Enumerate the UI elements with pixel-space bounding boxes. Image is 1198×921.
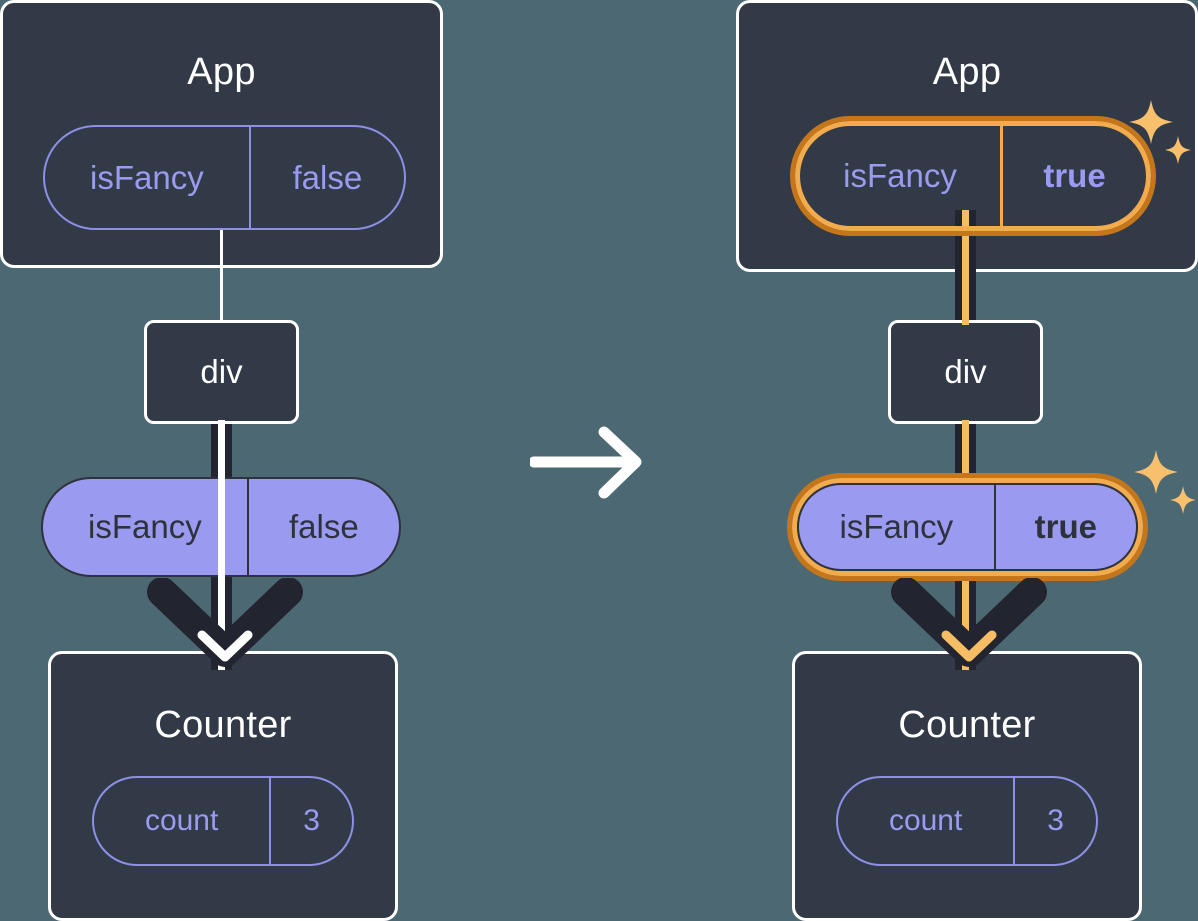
right-arrowhead-icon <box>891 578 1047 667</box>
right-counter-pill-key: count <box>888 804 963 837</box>
right-div-box: div <box>888 320 1043 424</box>
left-line-core <box>218 420 225 670</box>
right-prop-pill-value-cell: true <box>993 485 1136 569</box>
right-counter-pill-value: 3 <box>1047 804 1064 837</box>
left-counter-pill-key-cell: count <box>94 778 269 864</box>
right-app-pill-value-cell: true <box>1000 126 1146 226</box>
right-app-pill-key: isFancy <box>843 157 957 194</box>
left-app-title: App <box>187 51 256 93</box>
right-prop-pill-key-cell: isFancy <box>799 485 994 569</box>
left-counter-title: Counter <box>154 704 292 746</box>
right-app-box: App isFancy true <box>736 0 1198 272</box>
right-app-pill-value: true <box>1043 157 1106 194</box>
left-counter-pill[interactable]: count 3 <box>92 776 354 866</box>
right-prop-pill-value: true <box>1034 508 1097 545</box>
left-div-box: div <box>144 320 299 424</box>
right-div-label: div <box>944 353 987 390</box>
left-app-pill[interactable]: isFancy false <box>43 125 406 230</box>
left-counter-box: Counter count 3 <box>48 651 398 921</box>
right-prop-sparkles <box>1134 450 1196 514</box>
right-prop-pill[interactable]: isFancy true <box>797 483 1138 571</box>
transition-arrow-icon <box>530 426 642 499</box>
left-app-pill-key: isFancy <box>90 158 204 196</box>
left-arrowhead-icon <box>147 578 303 667</box>
sparkle-small-icon <box>1165 136 1191 164</box>
left-app-pill-value-cell: false <box>248 127 404 228</box>
right-counter-pill[interactable]: count 3 <box>836 776 1098 866</box>
right-app-title: App <box>932 51 1002 93</box>
left-counter-pill-value: 3 <box>303 804 320 837</box>
left-app-box: App isFancy false <box>0 0 443 268</box>
right-app-pill-key-cell: isFancy <box>800 126 1000 226</box>
sparkle-icon <box>1134 450 1178 494</box>
right-line-app-to-div-core <box>962 210 969 325</box>
left-line-app-to-div <box>220 230 223 320</box>
sparkle-small-icon <box>1170 486 1196 514</box>
right-app-sparkles <box>1129 100 1191 164</box>
left-prop-pill-key-cell: isFancy <box>43 479 247 575</box>
left-app-pill-value: false <box>292 158 363 196</box>
left-div-label: div <box>200 353 243 390</box>
left-app-pill-key-cell: isFancy <box>45 127 249 228</box>
sparkle-icon <box>1129 100 1173 144</box>
right-app-pill[interactable]: isFancy true <box>790 116 1156 236</box>
right-counter-box: Counter count 3 <box>792 651 1142 921</box>
left-prop-pill-key: isFancy <box>88 508 202 545</box>
left-counter-pill-value-cell: 3 <box>269 778 352 864</box>
left-counter-pill-key: count <box>144 804 219 837</box>
left-prop-pill-value: false <box>288 508 359 545</box>
right-counter-pill-key-cell: count <box>838 778 1013 864</box>
right-counter-title: Counter <box>898 704 1036 746</box>
right-counter-pill-value-cell: 3 <box>1013 778 1096 864</box>
right-prop-pill-key: isFancy <box>839 508 954 545</box>
left-prop-pill-value-cell: false <box>246 479 399 575</box>
